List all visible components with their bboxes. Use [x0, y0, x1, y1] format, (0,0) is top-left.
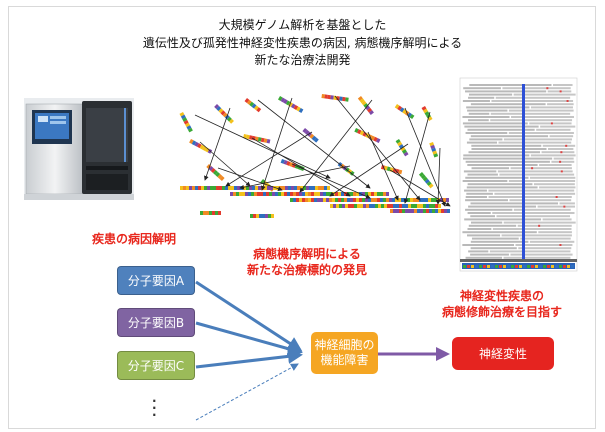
title-line-1: 大規模ゲノム解析を基盤とした — [218, 18, 387, 32]
cause-label: 疾患の病因解明 — [92, 232, 177, 246]
title-line-2: 遺伝性及び孤発性神経変性疾患の病因, 病態機序解明による — [142, 36, 463, 50]
sequencer-image — [24, 98, 134, 200]
factor-c-box: 分子要因C — [117, 351, 195, 380]
more-factors-ellipsis: ··· — [152, 394, 157, 422]
neuron-dysfunction-line1: 神経細胞の — [314, 338, 375, 352]
alignment-viewer-image — [459, 77, 578, 272]
read-assembly-image — [179, 94, 451, 218]
arrow-factor-b — [195, 321, 303, 357]
mechanism-label-line2: 新たな治療標的の発見 — [246, 263, 367, 277]
neuron-dysfunction-line2: 機能障害 — [320, 353, 369, 367]
goal-label-line2: 病態修飾治療を目指す — [441, 305, 562, 319]
title-line-3: 新たな治療法開発 — [254, 53, 351, 67]
factor-b-box: 分子要因B — [117, 308, 195, 337]
arrow-factor-more — [195, 363, 299, 421]
mechanism-label-line1: 病態機序解明による — [253, 247, 361, 261]
arrow-factor-c — [195, 348, 303, 369]
arrow-factor-a — [195, 280, 303, 352]
factor-a-box: 分子要因A — [117, 266, 195, 295]
neurodegeneration-box: 神経変性 — [452, 337, 554, 370]
goal-label-line1: 神経変性疾患の — [459, 289, 544, 303]
neuron-dysfunction-box: 神経細胞の 機能障害 — [311, 332, 378, 374]
arrow-to-neurodegeneration-head — [436, 347, 450, 361]
